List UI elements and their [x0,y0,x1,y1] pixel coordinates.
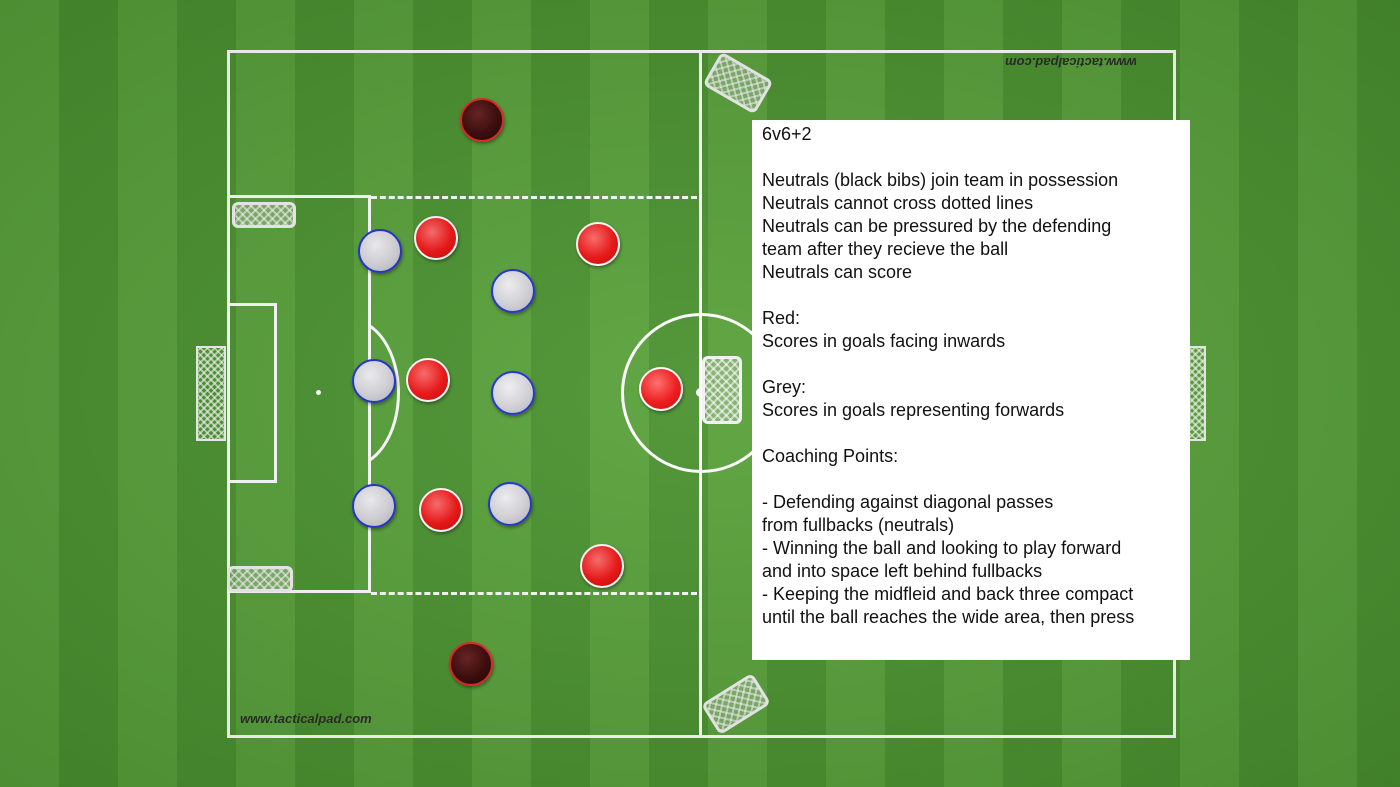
rule-line: Neutrals can be pressured by the defendi… [762,216,1112,236]
red-player[interactable] [419,488,463,532]
coaching-line: and into space left behind fullbacks [762,561,1043,581]
red-player[interactable] [414,216,458,260]
watermark-top-mirrored: www.tacticalpad.com [1005,55,1137,70]
rule-line: Neutrals (black bibs) join team in posse… [762,170,1119,190]
mini-goal-top-left [232,202,296,228]
end-goal-left [196,346,226,441]
mini-goal-center [702,356,742,424]
dotted-line-top [371,196,697,199]
dotted-line-bottom [371,592,697,595]
grey-heading: Grey: [762,377,807,397]
neutral-player[interactable] [449,642,493,686]
center-spot [696,388,705,397]
red-player[interactable] [580,544,624,588]
notes-title: 6v6+2 [762,124,812,144]
rule-line: Neutrals can score [762,262,913,282]
red-heading: Red: [762,308,801,328]
session-notes-panel: 6v6+2 Neutrals (black bibs) join team in… [752,120,1190,660]
neutral-player[interactable] [460,98,504,142]
coaching-line: - Keeping the midfleid and back three co… [762,584,1134,604]
red-player[interactable] [406,358,450,402]
red-text: Scores in goals facing inwards [762,331,1006,351]
coaching-line: until the ball reaches the wide area, th… [762,607,1135,627]
red-player[interactable] [576,222,620,266]
grey-text: Scores in goals representing forwards [762,400,1065,420]
rule-line: Neutrals cannot cross dotted lines [762,193,1034,213]
red-player[interactable] [639,367,683,411]
grey-player[interactable] [491,371,535,415]
grey-player[interactable] [352,484,396,528]
coaching-line: - Winning the ball and looking to play f… [762,538,1122,558]
mini-goal-bottom-left [227,566,293,592]
grey-player[interactable] [488,482,532,526]
rule-line: team after they recieve the ball [762,239,1009,259]
watermark-bottom: www.tacticalpad.com [240,711,372,726]
goal-area [227,303,277,483]
coaching-line: - Defending against diagonal passes [762,492,1054,512]
coaching-line: from fullbacks (neutrals) [762,515,955,535]
coaching-heading: Coaching Points: [762,446,899,466]
grey-player[interactable] [352,359,396,403]
penalty-spot [316,390,321,395]
grey-player[interactable] [358,229,402,273]
grey-player[interactable] [491,269,535,313]
